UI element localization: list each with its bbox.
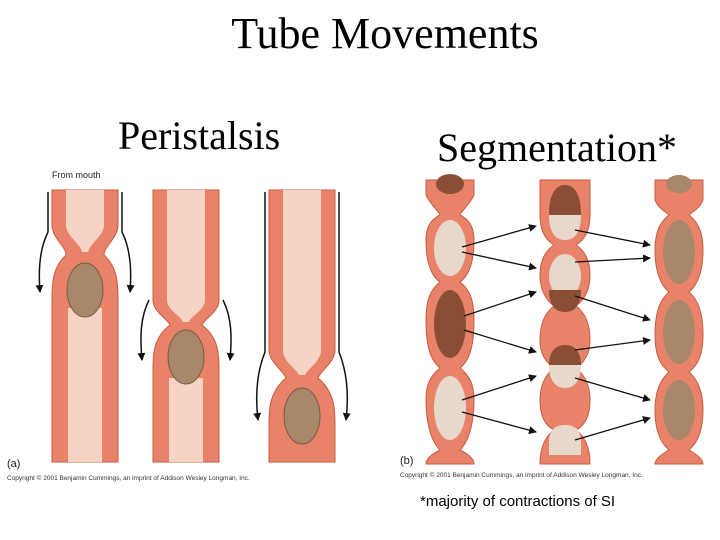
from-mouth-label: From mouth — [52, 170, 101, 180]
panel-b-label: (b) — [400, 455, 414, 467]
food-bolus — [283, 387, 321, 445]
panel-a-label: (a) — [7, 458, 21, 470]
peristalsis-heading: Peristalsis — [118, 113, 281, 158]
segmentation-tube-3 — [654, 175, 704, 465]
segmentation-tube-1 — [425, 174, 475, 465]
segmentation-tube-2 — [539, 179, 591, 465]
peristalsis-tube-2 — [137, 189, 235, 463]
food-bolus — [66, 262, 104, 318]
copyright-b: Copyright © 2001 Benjamin Cummings, an i… — [400, 472, 643, 479]
segmentation-heading: Segmentation* — [437, 125, 677, 170]
segmentation-arrows — [461, 224, 651, 441]
peristalsis-tube-3 — [253, 189, 351, 463]
peristalsis-tube-1 — [35, 189, 135, 463]
copyright-a: Copyright © 2001 Benjamin Cummings, an i… — [7, 475, 250, 482]
segmentation-footnote: *majority of contractions of SI — [420, 493, 616, 510]
food-bolus — [167, 329, 205, 385]
slide-title: Tube Movements — [231, 9, 539, 58]
